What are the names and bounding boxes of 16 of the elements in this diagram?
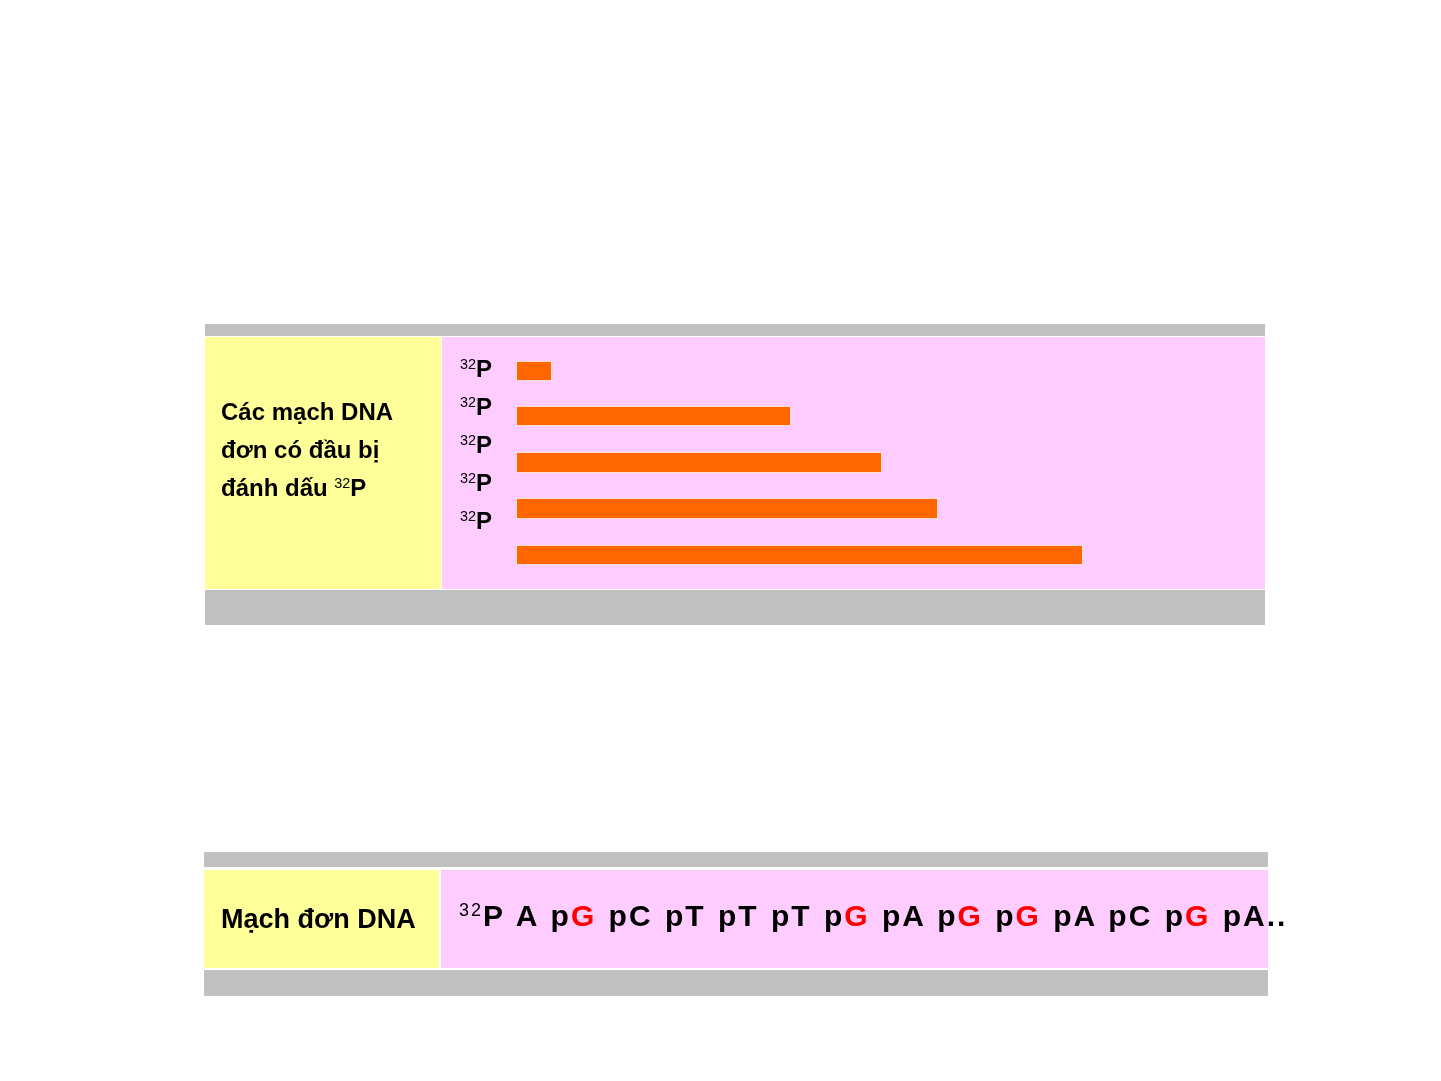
label-panel — [204, 870, 439, 968]
isotope-label: $^{32}$P — [460, 393, 493, 421]
isotope-label: $^{32}$P — [460, 431, 493, 459]
isotope-label: $^{32}$P — [460, 469, 493, 497]
dna-strand-bar — [516, 406, 791, 426]
isotope-label: $^{32}$P — [460, 507, 493, 535]
sequence-text: $^{32}$P A pG pC pT pT pT pG pA pG pG pA pC pG pA.. — [459, 898, 1288, 934]
panel-label: Các mạch DNA đơn có đầu bị đánh dấu $^{32}$P — [221, 397, 394, 503]
label-panel — [205, 337, 441, 589]
dna-strand-bar — [516, 361, 552, 381]
isotope-label: $^{32}$P — [460, 355, 493, 383]
dna-strand-bar — [516, 498, 938, 519]
panel-label: Mạch đơn DNA — [221, 903, 417, 936]
dna-strand-bar — [516, 545, 1083, 565]
strand-panel — [442, 337, 1265, 589]
dna-strand-bar — [516, 452, 882, 473]
